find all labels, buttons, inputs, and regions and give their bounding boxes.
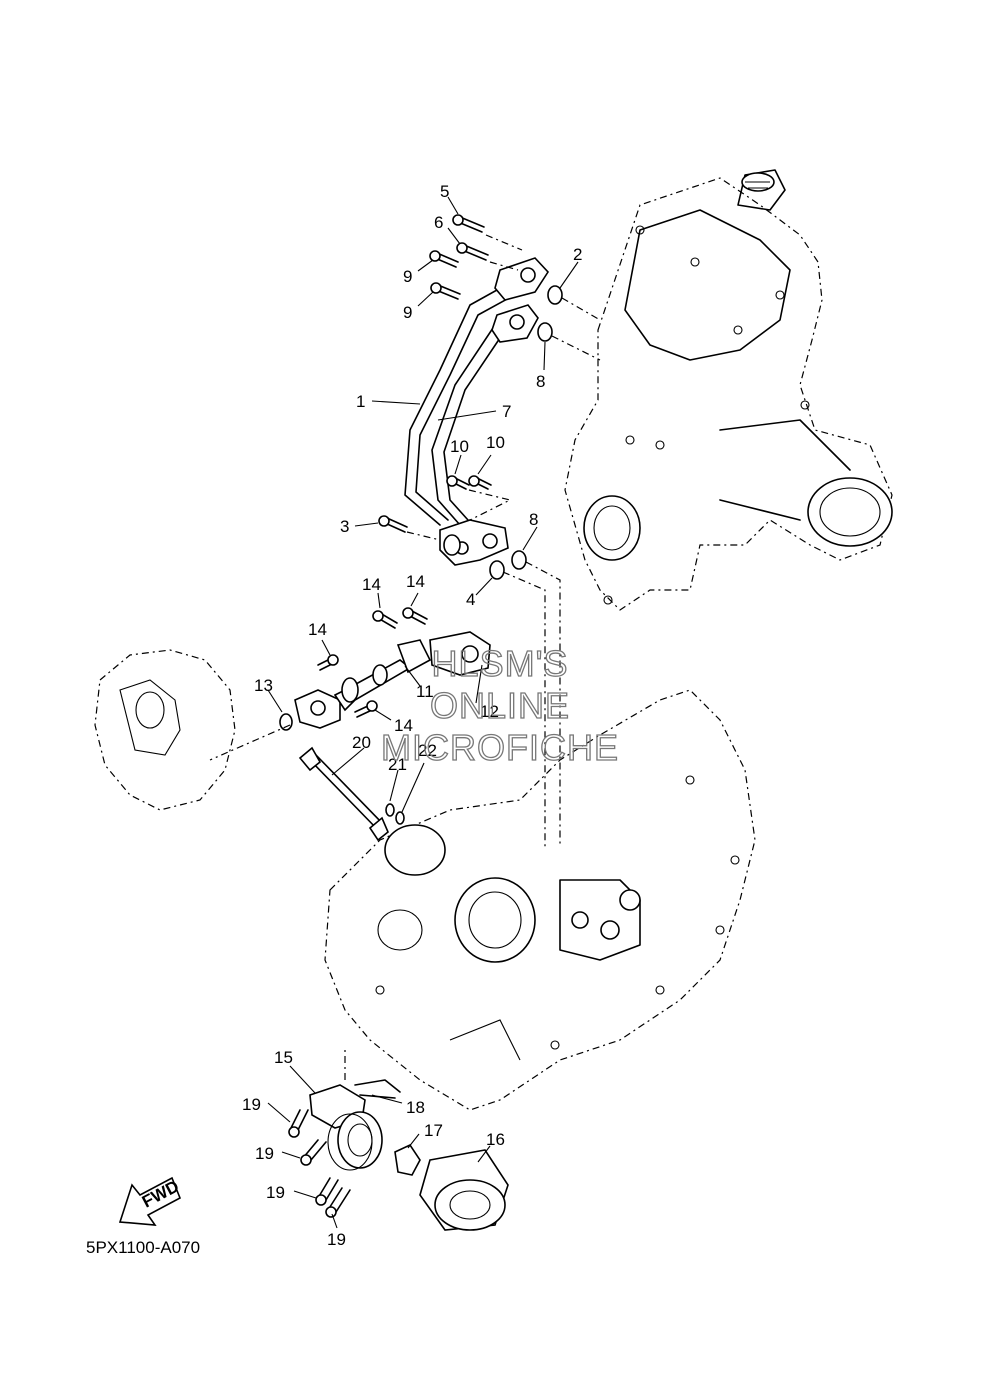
watermark-line-1: HLSM'S — [432, 643, 569, 684]
callout-7: 7 — [502, 402, 511, 421]
oil-pipe-assembly — [294, 607, 491, 729]
callout-17: 17 — [424, 1121, 443, 1140]
callout-18: 18 — [406, 1098, 425, 1117]
oil-pipe-20 — [298, 746, 389, 842]
callout-numbers: 5 6 9 9 2 8 1 7 10 10 3 8 4 14 14 14 11 … — [242, 182, 582, 1249]
callout-16: 16 — [486, 1130, 505, 1149]
callout-6: 6 — [434, 213, 443, 232]
callout-5: 5 — [440, 182, 449, 201]
callout-19b: 19 — [255, 1144, 274, 1163]
diagram-reference-code: 5PX1100-A070 — [86, 1238, 201, 1257]
callout-9b: 9 — [403, 303, 412, 322]
crankcase-cover-upper — [564, 169, 893, 611]
fwd-arrow-icon: FWD — [118, 1177, 182, 1226]
callout-9a: 9 — [403, 267, 412, 286]
callout-13: 13 — [254, 676, 273, 695]
leader-lines — [267, 196, 579, 1229]
callout-15: 15 — [274, 1048, 293, 1067]
callout-10b: 10 — [486, 433, 505, 452]
callout-12: 12 — [480, 702, 499, 721]
callout-4: 4 — [466, 590, 475, 609]
bolts-upper — [429, 214, 523, 300]
callout-10a: 10 — [450, 437, 469, 456]
callout-3: 3 — [340, 517, 349, 536]
callout-1: 1 — [356, 392, 365, 411]
callout-19c: 19 — [266, 1183, 285, 1202]
o-rings — [209, 285, 601, 850]
callout-20: 20 — [352, 733, 371, 752]
callout-22: 22 — [418, 741, 437, 760]
callout-14d: 14 — [394, 716, 413, 735]
callout-19d: 19 — [327, 1230, 346, 1249]
callout-11: 11 — [416, 682, 434, 701]
callout-8a: 8 — [536, 372, 545, 391]
callout-19a: 19 — [242, 1095, 261, 1114]
side-cover-left — [94, 649, 236, 811]
bolts-middle — [378, 475, 512, 541]
watermark-line-2: ONLINE — [430, 685, 570, 726]
callout-14a: 14 — [362, 575, 381, 594]
watermark: HLSM'S ONLINE MICROFICHE — [380, 642, 619, 768]
callout-14c: 14 — [308, 620, 327, 639]
callout-8b: 8 — [529, 510, 538, 529]
callout-21: 21 — [388, 755, 407, 774]
callout-2: 2 — [573, 245, 582, 264]
callout-14b: 14 — [406, 572, 425, 591]
watermark-line-3: MICROFICHE — [381, 727, 619, 768]
oil-delivery-pipes — [404, 257, 550, 566]
oil-filter-assembly — [288, 1050, 509, 1231]
crankcase-lower — [324, 689, 756, 1111]
